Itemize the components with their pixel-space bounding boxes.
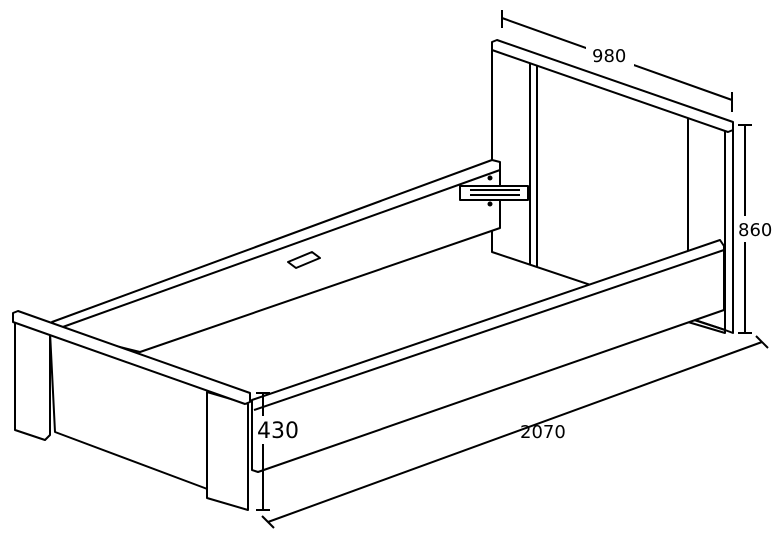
footboard-left-post <box>14 317 51 441</box>
headboard <box>491 39 734 334</box>
right-rail-face <box>251 239 725 473</box>
footboard <box>12 310 251 511</box>
dimension-label-headboard-height: 860 <box>738 220 772 241</box>
slat-bracket <box>287 251 321 269</box>
footboard-top-rail <box>12 310 251 405</box>
footboard-right-post <box>206 391 249 511</box>
right-rail-edge <box>253 249 725 411</box>
bracket-hardware <box>459 185 529 201</box>
bolt-hole <box>487 201 493 207</box>
right-side-rail <box>251 239 725 473</box>
left-rail-face <box>51 159 501 353</box>
headboard-right-edge <box>724 125 734 334</box>
dimension-label-length: 2070 <box>520 422 566 443</box>
dimension-label-width: 980 <box>592 46 626 67</box>
dimension-footboard-height: 430 <box>256 392 302 511</box>
dimension-label-footboard-height: 430 <box>257 419 299 444</box>
left-rail-edge <box>59 169 501 329</box>
bolt-hole <box>487 175 493 181</box>
headboard-top-rail <box>491 39 734 133</box>
dimension-headboard-height: 860 <box>736 124 781 334</box>
dimension-length: 2070 <box>261 335 769 529</box>
dimension-width: 980 <box>501 10 733 112</box>
left-side-rail <box>51 159 529 353</box>
